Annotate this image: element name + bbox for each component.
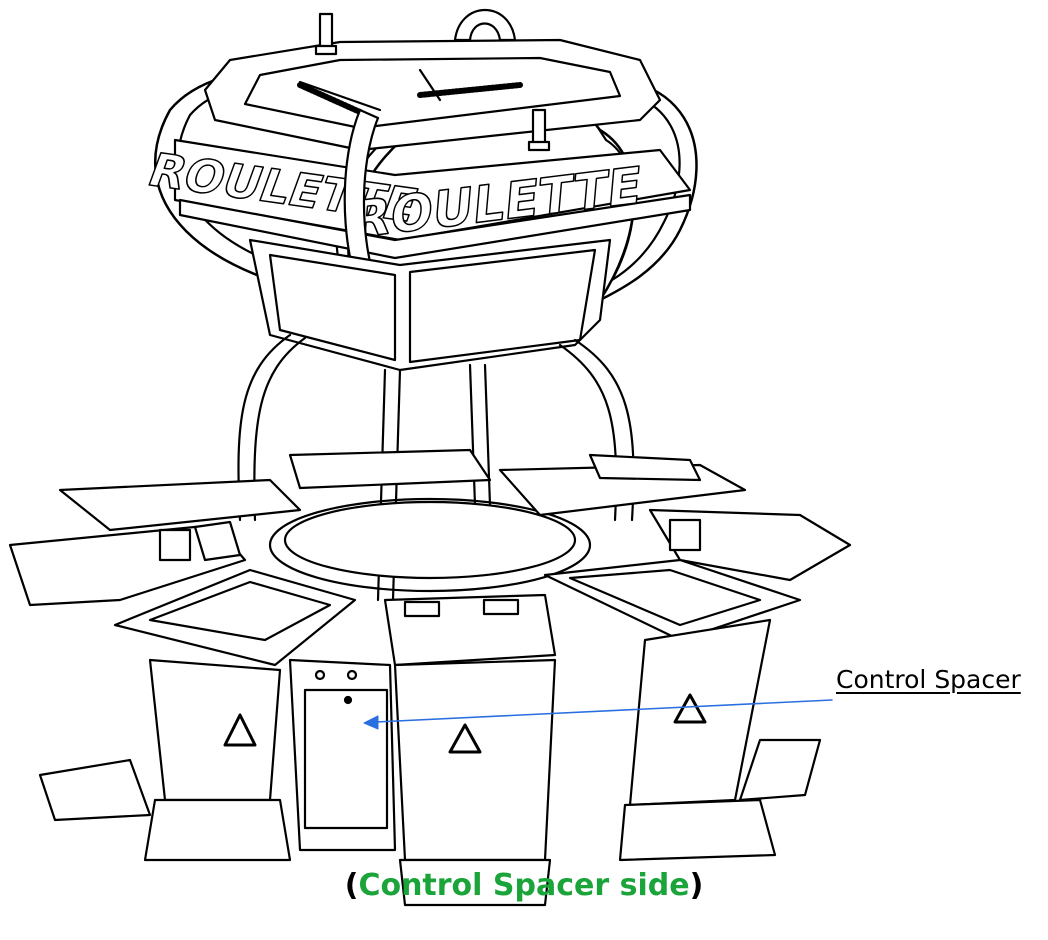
- caption-text: Control Spacer side: [358, 868, 690, 903]
- caption-close-paren: ): [689, 868, 704, 903]
- callout-arrow: [363, 699, 833, 730]
- control-spacer-label: Control Spacer: [836, 665, 1021, 694]
- figure-caption: (Control Spacer side): [0, 868, 1048, 903]
- caption-open-paren: (: [344, 868, 359, 903]
